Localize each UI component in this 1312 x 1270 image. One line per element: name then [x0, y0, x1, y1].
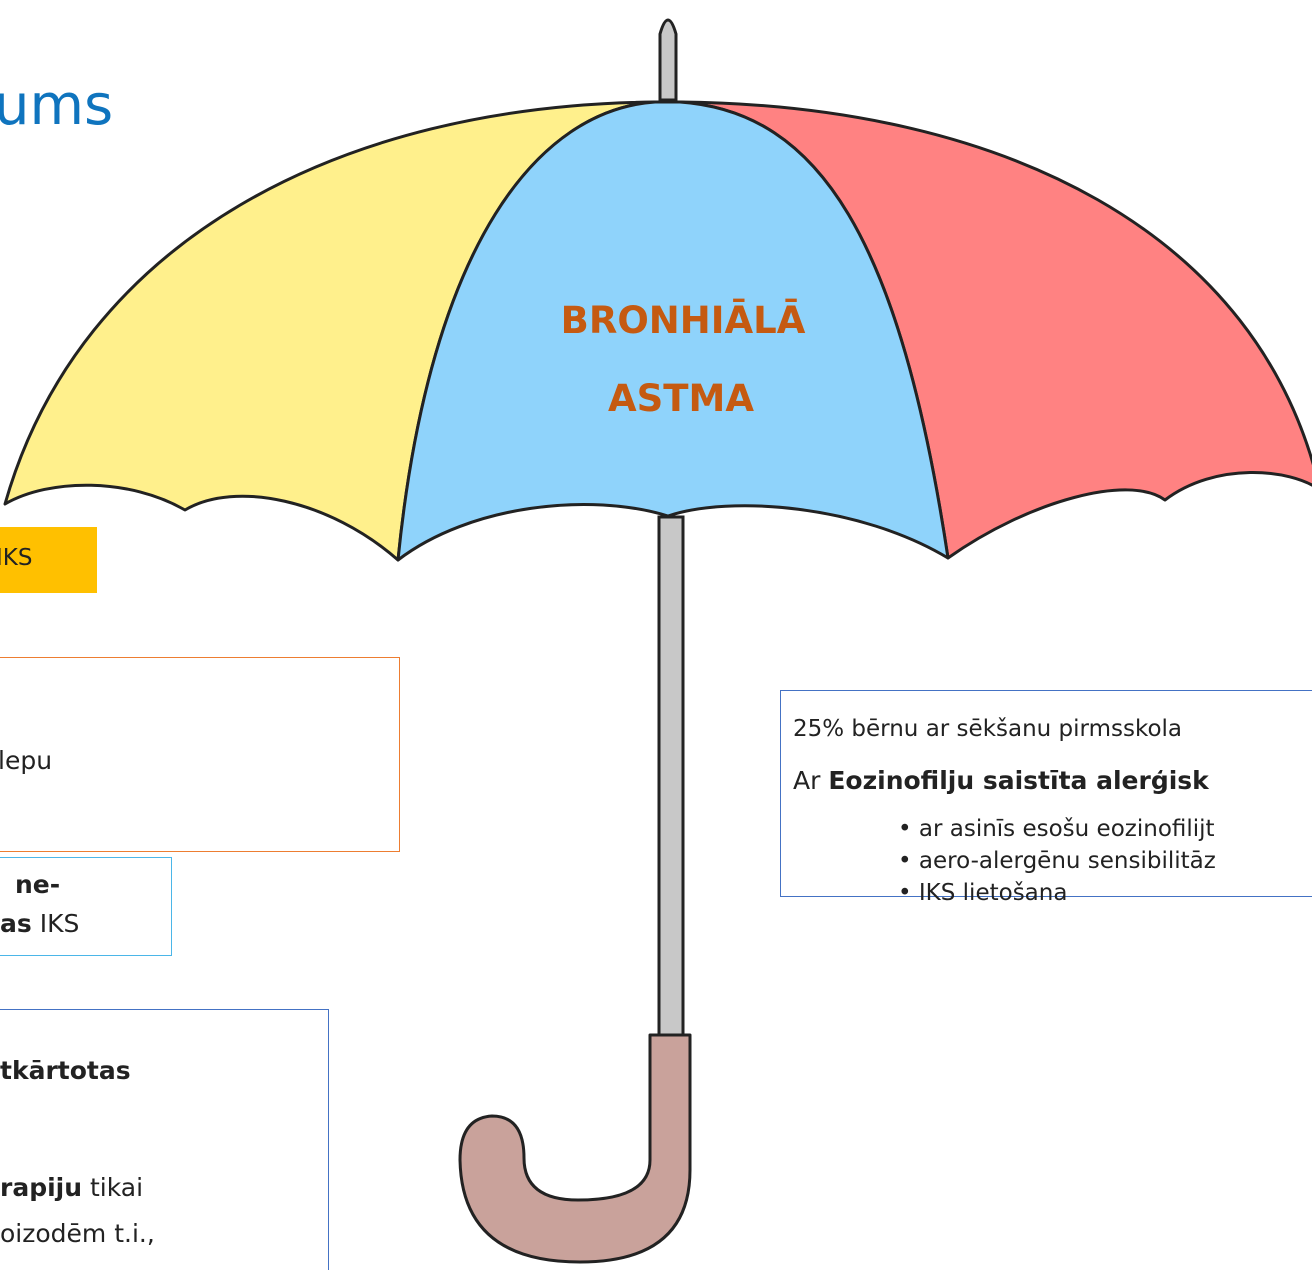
iks-badge: IKS	[0, 527, 97, 593]
iks-badge-label: IKS	[0, 545, 32, 571]
right-box-bullet-1: • ar asinīs esošu eozinofilijt	[898, 816, 1215, 844]
orange-box-text: lepu	[0, 746, 52, 776]
umbrella-tip	[660, 20, 676, 100]
cyan-box-line1: ne-	[15, 870, 60, 900]
cyan-box-line2: as IKS	[0, 909, 79, 939]
umbrella-handle	[460, 1035, 690, 1262]
orange-info-box	[0, 657, 400, 852]
right-box-line1: 25% bērnu ar sēkšanu pirmsskola	[793, 716, 1182, 744]
umbrella-label-line2: ASTMA	[608, 377, 754, 420]
right-box-bullet-2: • aero-alergēnu sensibilitāz	[898, 848, 1216, 876]
blue-box-left-line1: tkārtotas	[0, 1056, 131, 1086]
blue-box-left-line3: oizodēm t.i.,	[0, 1219, 155, 1249]
umbrella-label-line1: BRONHIĀLĀ	[561, 298, 806, 342]
slide-title: ums	[0, 78, 113, 134]
right-box-bullet-3: • IKS lietošana	[898, 880, 1067, 908]
right-box-line2: Ar Eozinofilju saistīta alerģisk	[793, 766, 1209, 796]
umbrella-shaft	[659, 517, 683, 1035]
blue-box-left-line2: rapiju tikai	[0, 1173, 143, 1203]
